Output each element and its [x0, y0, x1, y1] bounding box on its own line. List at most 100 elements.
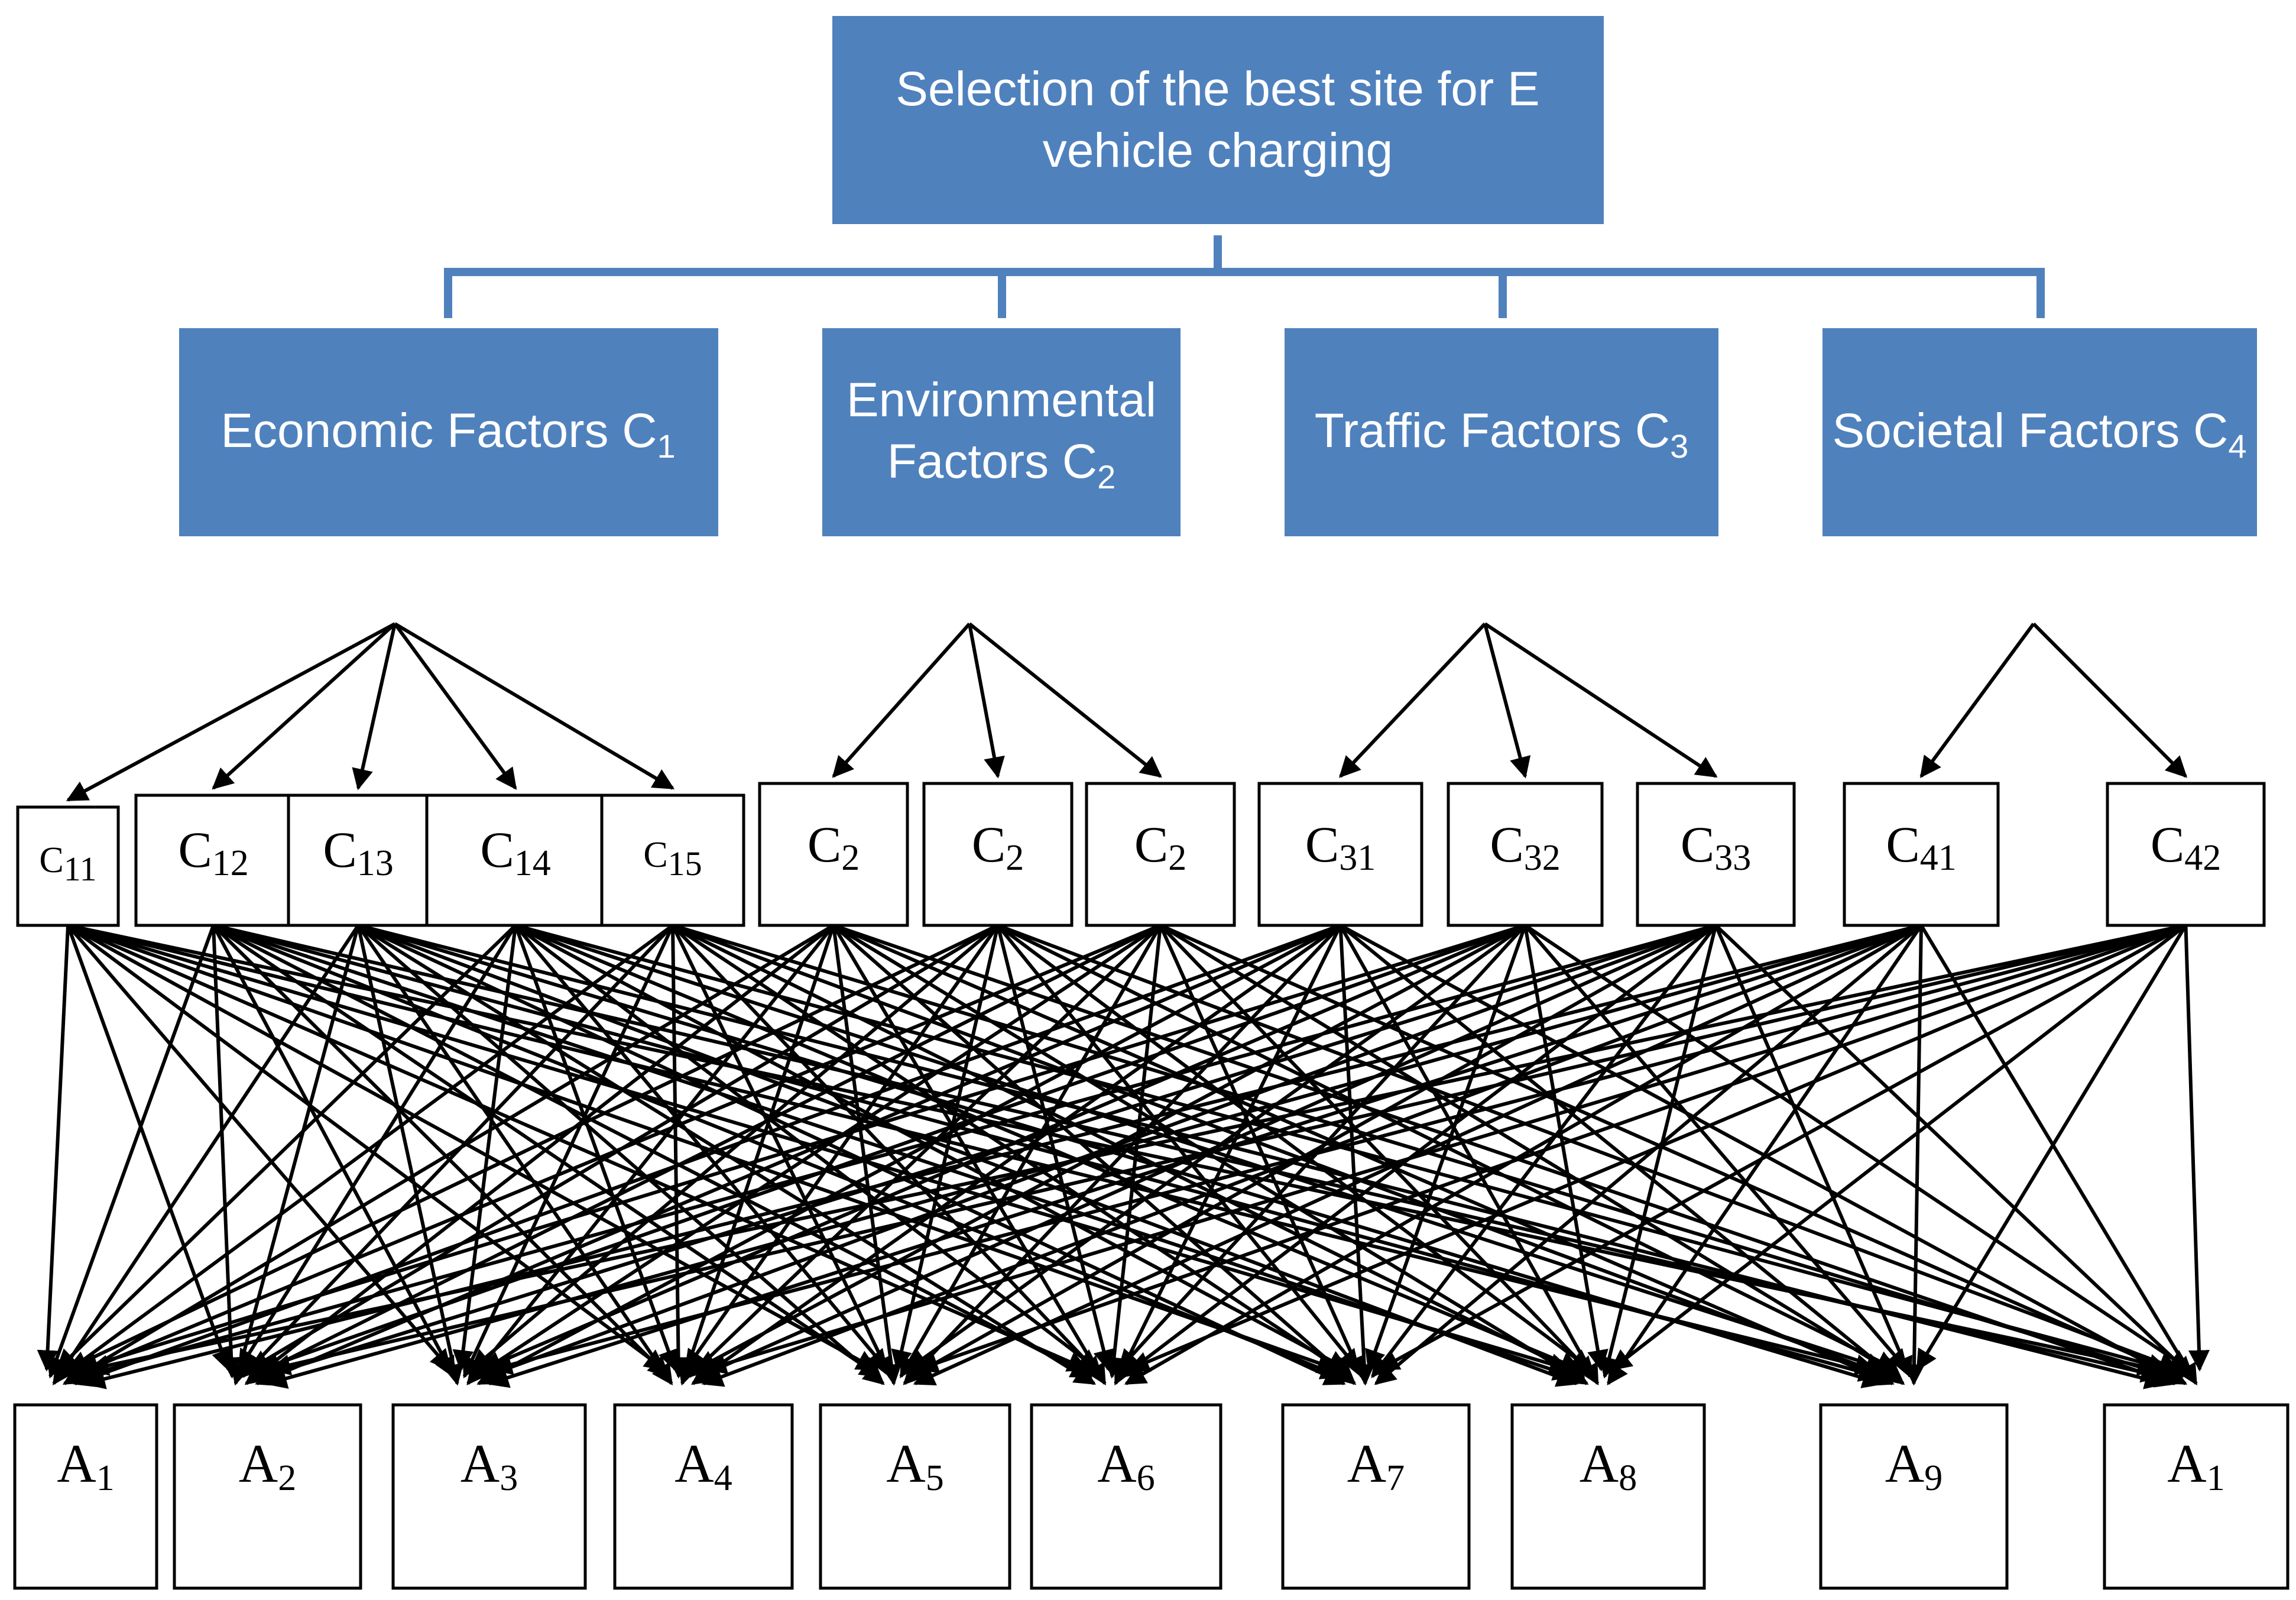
- alternative-box: [391, 1403, 587, 1590]
- arrow-c41-a6: [1124, 924, 1922, 1385]
- subcriterion-box: [922, 782, 1074, 927]
- alternative-label: A9: [1885, 1433, 1942, 1498]
- arrow-c32: [1483, 623, 1531, 779]
- subcriterion-box: [1257, 782, 1423, 927]
- alternative-box: [173, 1403, 362, 1590]
- arrow-c33-a8: [1598, 925, 1718, 1379]
- subcriterion-c12: C12: [134, 793, 293, 927]
- arrow-c22: [968, 623, 1005, 779]
- arrow-c14-a2: [237, 924, 517, 1372]
- criterion-c3: Traffic Factors C3: [1285, 328, 1718, 536]
- arrow-c22-a3: [469, 924, 999, 1371]
- criterion-c4-sub: 4: [2228, 427, 2246, 465]
- arrow-c21-a10: [833, 924, 2177, 1388]
- subcriterion-c31: C31: [1257, 782, 1423, 927]
- arrow-c14: [393, 623, 517, 790]
- arrow-c23-a4: [687, 924, 1162, 1378]
- subcriterion-box: [2106, 782, 2266, 927]
- arrow-c21-a4: [678, 925, 835, 1386]
- arrow-c15-a4: [667, 925, 689, 1379]
- arrow-c31-a5: [903, 924, 1342, 1385]
- arrow-c31: [1339, 622, 1487, 778]
- subcriterion-label: C32: [1490, 816, 1560, 878]
- arrow-c42-a3: [491, 924, 2187, 1375]
- subcriterion-label: C12: [178, 821, 248, 883]
- arrow-c22-a6: [996, 925, 1114, 1372]
- arrow-c42-a10: [2184, 925, 2210, 1372]
- arrow-c14-a1: [56, 924, 517, 1371]
- arrow-c13-a1: [52, 924, 360, 1385]
- alternative-label: A1: [57, 1433, 114, 1498]
- arrow-c32-a1: [76, 924, 1526, 1374]
- arrow-c14-a8: [514, 924, 1582, 1372]
- subcriterion-label: C2: [972, 816, 1024, 878]
- subcriterion-c42: C42: [2106, 782, 2266, 927]
- subcriterion-box: [1636, 782, 1796, 927]
- arrow-c23-a7: [1159, 924, 1364, 1379]
- arrow-c42-a6: [1127, 924, 2187, 1372]
- alternative-box: [613, 1403, 794, 1590]
- subcriterion-box: [287, 793, 430, 927]
- alternative-a7: A7: [1281, 1403, 1471, 1590]
- subcriterion-box: [16, 805, 120, 927]
- arrow-c12: [212, 622, 397, 790]
- subcriterion-label: C2: [808, 816, 860, 878]
- subcriterion-label: C42: [2151, 816, 2221, 878]
- alternative-label: A1: [2167, 1433, 2224, 1498]
- arrow-c23-a6: [1103, 925, 1162, 1379]
- alternative-a4: A4: [613, 1403, 794, 1590]
- arrow-c42-a4: [705, 924, 2187, 1374]
- criterion-c2-sub: 2: [1097, 458, 1115, 495]
- arrow-c23-a3: [473, 924, 1162, 1378]
- arrow-c23: [968, 622, 1162, 778]
- arrow-c31-a3: [476, 924, 1341, 1385]
- arrow-c21: [832, 623, 971, 778]
- svg-text:Economic Factors C1: Economic Factors C1: [220, 404, 675, 465]
- arrow-c15: [394, 622, 675, 790]
- arrow-c11-a2: [66, 924, 232, 1372]
- alternative-a6: A6: [1030, 1403, 1222, 1590]
- subcriterion-c33: C33: [1636, 782, 1796, 927]
- subcriterion-c23: C2: [1085, 782, 1236, 927]
- arrow-c11-a1: [37, 925, 70, 1372]
- subcriterion-label: C33: [1681, 816, 1751, 878]
- arrow-c21-a2: [244, 924, 835, 1385]
- arrow-c11-a3: [66, 924, 452, 1371]
- alternative-label: A5: [886, 1433, 943, 1498]
- criterion-c1-sub: 1: [657, 427, 676, 465]
- arrow-c42-a2: [268, 924, 2187, 1376]
- subcriterion-c11: C11: [16, 805, 120, 927]
- subcriterion-label: C31: [1305, 816, 1376, 878]
- arrow-c21-a6: [832, 924, 1107, 1386]
- arrow-c33-a2: [262, 924, 1717, 1381]
- arrow-c42-a9: [1915, 924, 2188, 1372]
- arrow-c14-a5: [514, 924, 888, 1371]
- alternative-a10: A1: [2103, 1403, 2289, 1590]
- alternative-label: A6: [1097, 1433, 1155, 1498]
- arrow-c13-a2: [230, 925, 360, 1386]
- criteria-to-subcriteria-arrows: [66, 622, 2188, 802]
- arrow-c23-a5: [899, 924, 1162, 1379]
- criterion-c4: Societal Factors C4: [1822, 328, 2257, 536]
- arrow-c33-a1: [80, 924, 1717, 1382]
- arrow-c22-a8: [997, 924, 1593, 1371]
- subcriterion-label: C11: [39, 840, 96, 888]
- arrow-c21-a3: [466, 924, 835, 1385]
- alternative-a9: A9: [1819, 1403, 2009, 1590]
- goal-node: Selection of the best site for E vehicle…: [832, 16, 1604, 224]
- subcriterion-c22: C2: [922, 782, 1074, 927]
- alternative-label: A8: [1580, 1433, 1637, 1498]
- goal-connector: [444, 235, 2045, 318]
- subcriterion-label: C14: [480, 821, 550, 883]
- criterion-c2: Environmental Factors C2: [822, 328, 1181, 536]
- arrow-c12-a7: [212, 924, 1342, 1379]
- subcriterion-c32: C32: [1447, 782, 1604, 927]
- arrow-c32-a10: [1524, 924, 2191, 1371]
- alternative-a1: A1: [13, 1403, 158, 1590]
- subcriterion-c14: C14: [425, 793, 606, 927]
- alternative-label: A2: [239, 1433, 296, 1498]
- alternative-box: [2103, 1403, 2289, 1590]
- arrow-c41-a8: [1607, 924, 1923, 1385]
- arrow-c42-a7: [1377, 924, 2187, 1371]
